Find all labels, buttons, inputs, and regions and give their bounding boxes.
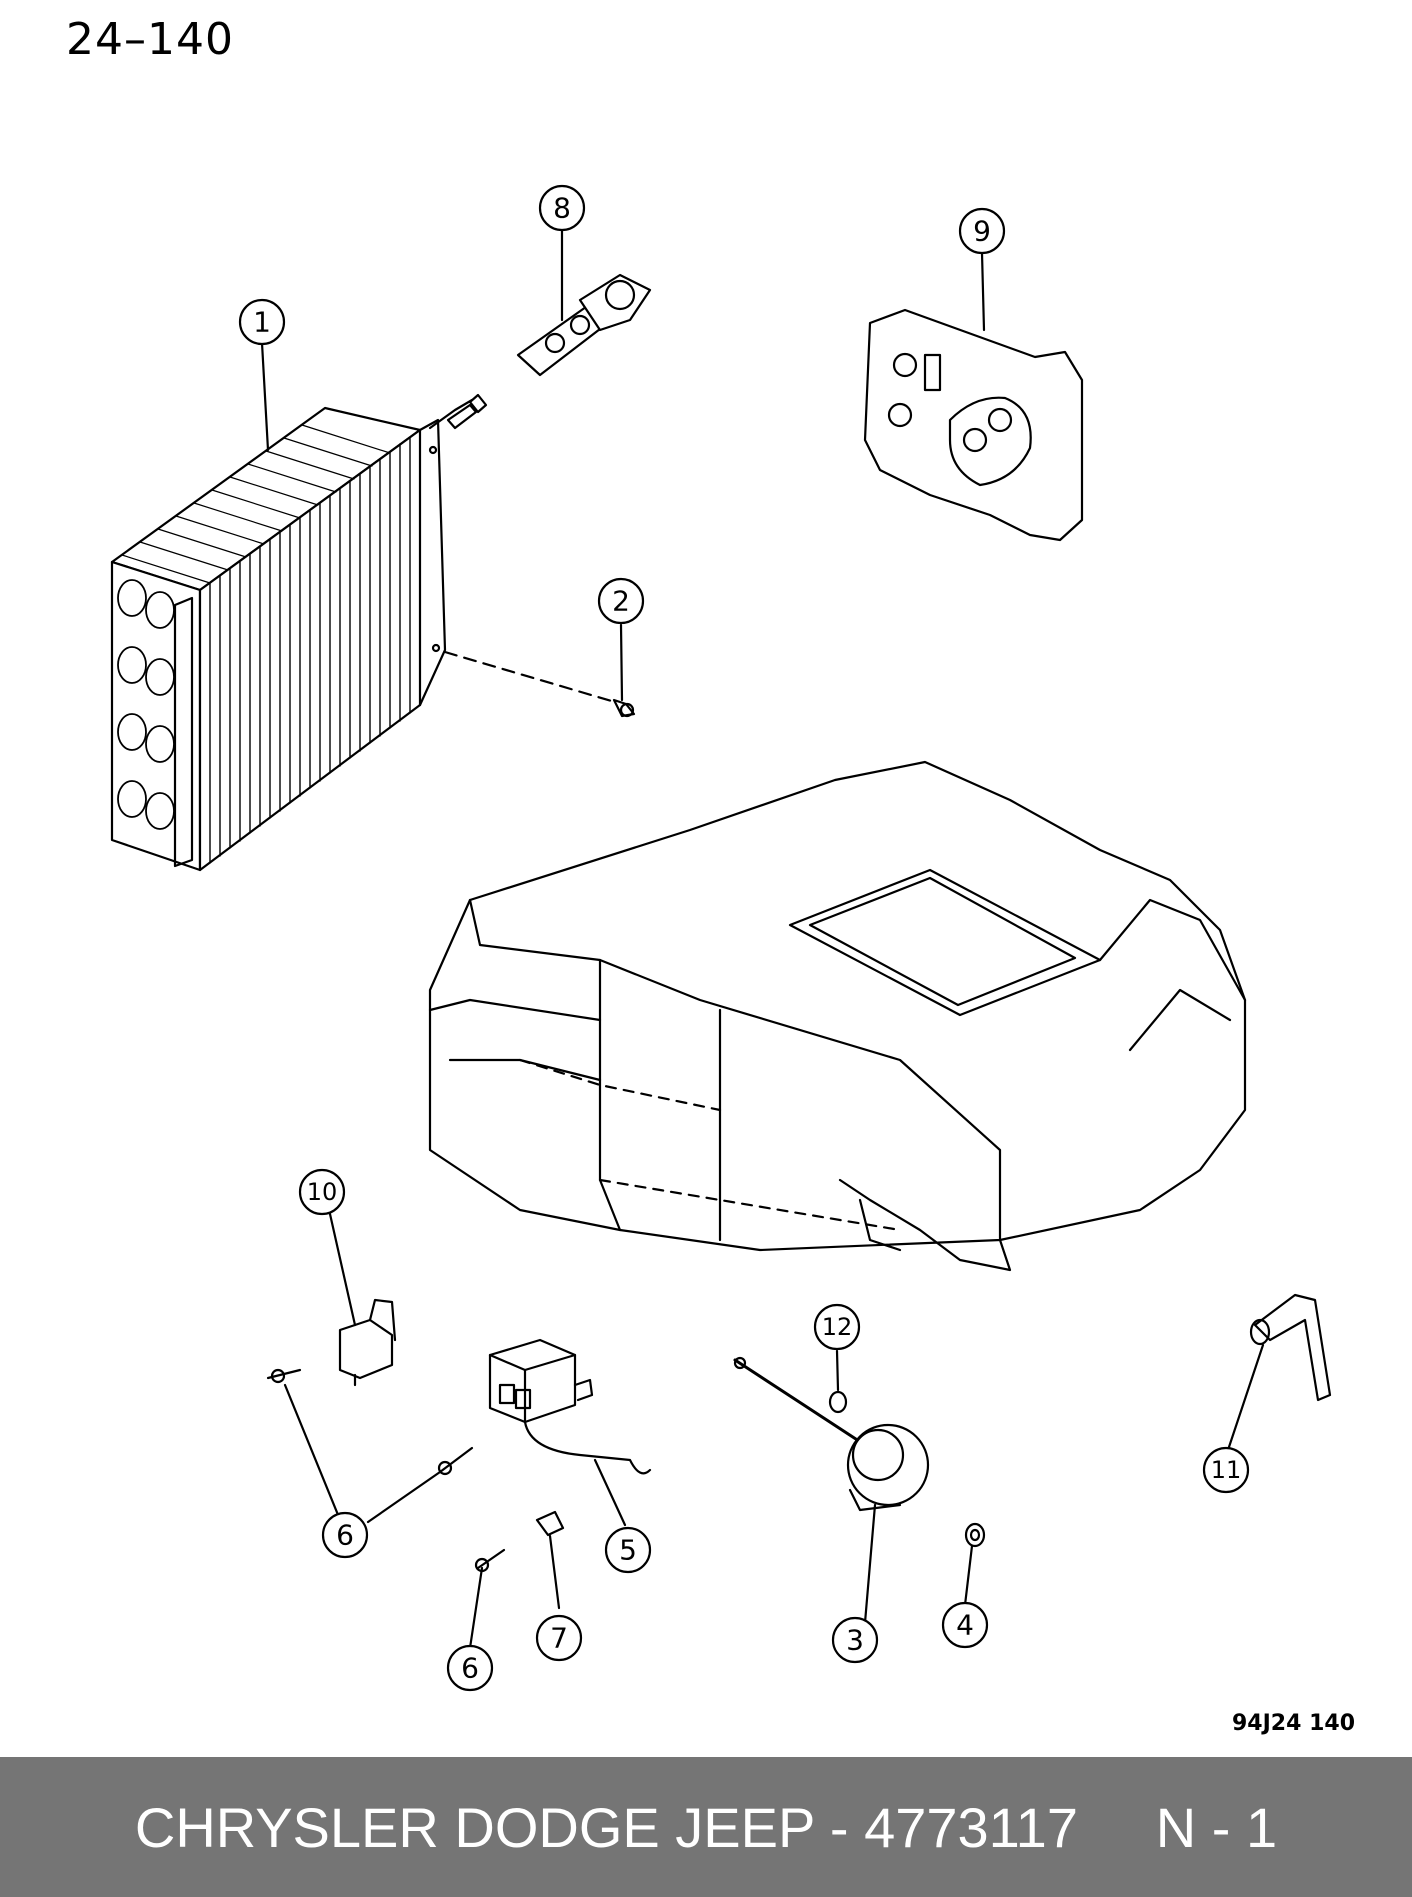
svg-text:2: 2 [612, 585, 630, 618]
evaporator-core [110, 393, 488, 872]
callout-1: 1 [238, 298, 286, 346]
svg-text:8: 8 [553, 192, 571, 225]
screw-6c [474, 1548, 506, 1573]
gasket [863, 308, 1084, 542]
svg-text:12: 12 [822, 1313, 853, 1341]
callout-8: 8 [538, 184, 586, 232]
callout-11: 11 [1202, 1446, 1250, 1494]
clip-7 [535, 1510, 565, 1537]
footer-bar: CHRYSLER DODGE JEEP - 4773117 N - 1 [0, 1757, 1412, 1897]
screw-2 [443, 650, 636, 718]
actuator [733, 1356, 930, 1512]
parts-diagram: 1 2 3 4 5 6 6 7 8 9 10 11 12 94J24 140 [110, 184, 1355, 1736]
callout-9: 9 [958, 207, 1006, 255]
callout-6a: 6 [321, 1511, 369, 1559]
drain-hose [1249, 1293, 1332, 1402]
blower-resistor [488, 1338, 652, 1475]
svg-text:10: 10 [307, 1178, 338, 1206]
svg-text:7: 7 [550, 1622, 568, 1655]
callout-5: 5 [604, 1526, 652, 1574]
svg-text:11: 11 [1211, 1456, 1242, 1484]
callout-6b: 6 [446, 1644, 494, 1692]
footer-text: CHRYSLER DODGE JEEP - 4773117 N - 1 [134, 1795, 1278, 1859]
svg-text:9: 9 [973, 215, 991, 248]
callout-12: 12 [813, 1303, 861, 1351]
nut-12 [828, 1390, 848, 1414]
svg-text:4: 4 [956, 1609, 974, 1642]
callout-3: 3 [831, 1616, 879, 1664]
svg-text:1: 1 [253, 306, 271, 339]
callout-7: 7 [535, 1614, 583, 1662]
svg-text:3: 3 [846, 1624, 864, 1657]
callout-2: 2 [597, 577, 645, 625]
svg-text:6: 6 [461, 1652, 479, 1685]
figure-code: 94J24 140 [1232, 1711, 1355, 1736]
expansion-valve [516, 273, 652, 377]
nut-4 [964, 1522, 986, 1548]
screw-6a [266, 1368, 302, 1384]
svg-text:6: 6 [336, 1519, 354, 1552]
callout-4: 4 [941, 1601, 989, 1649]
page-number: 24–140 [66, 14, 234, 65]
hvac-housing [428, 760, 1247, 1272]
screw-6b [437, 1446, 474, 1476]
callout-10: 10 [298, 1168, 346, 1216]
bracket-10 [338, 1298, 397, 1387]
svg-text:5: 5 [619, 1534, 637, 1567]
